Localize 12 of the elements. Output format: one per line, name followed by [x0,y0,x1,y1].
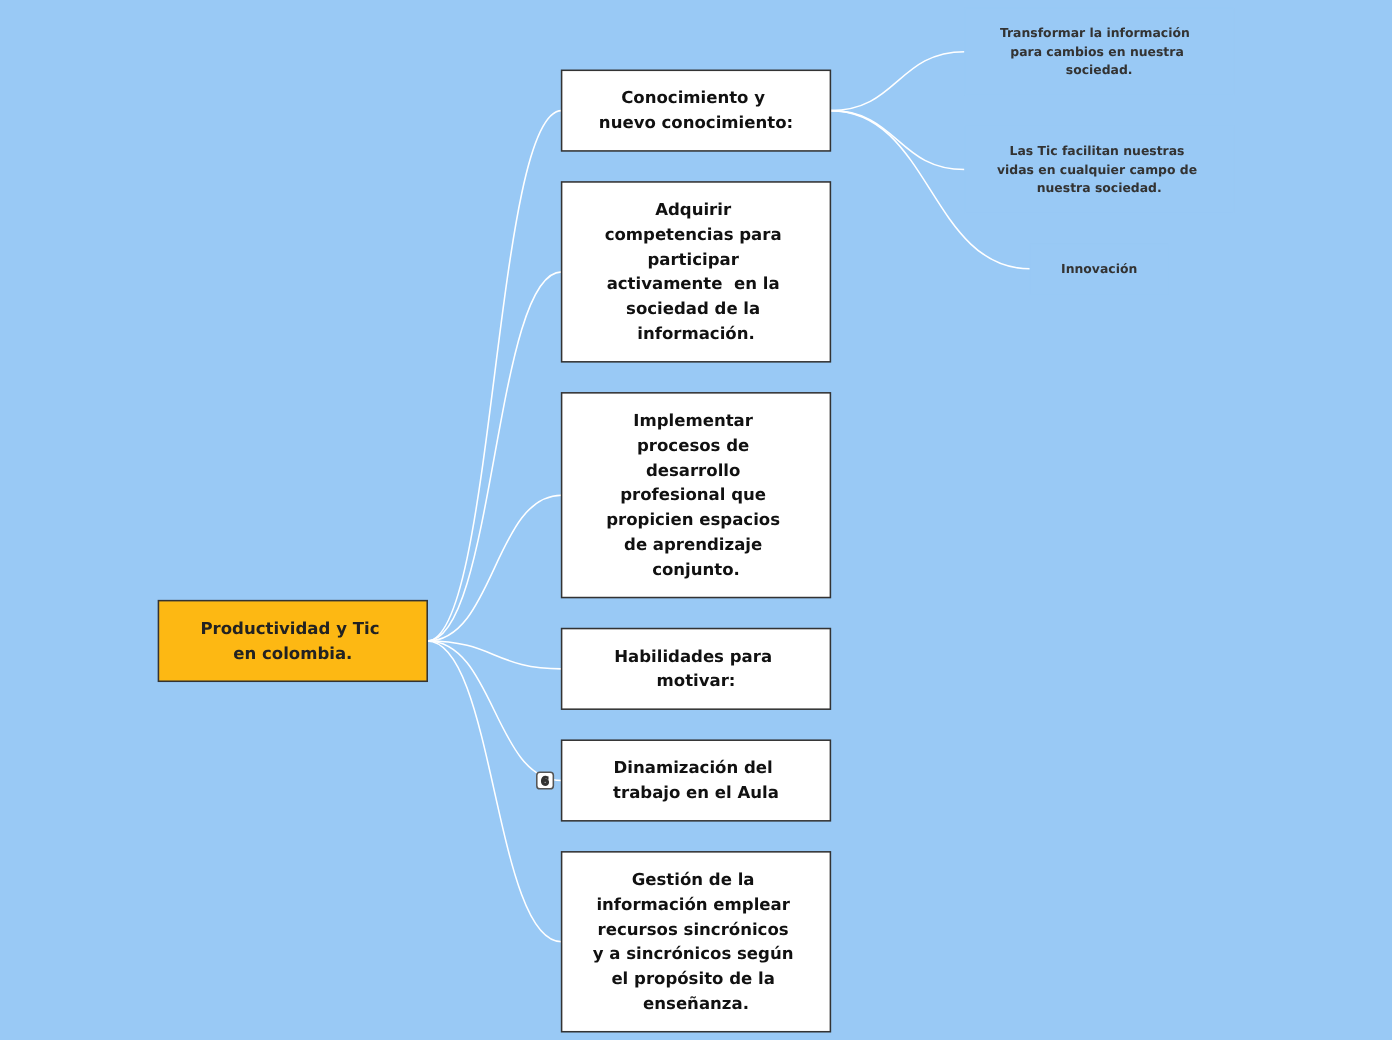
connector [426,640,563,943]
node-box: Gestión de la información emplear recursos sincrónicos y a sincrónicos según el propósito de la enseñanza. [560,851,832,1033]
connector [426,109,563,642]
node-box: Implementar procesos de desarrollo profesional que propicien espacios de aprendizaje conjunto. [560,392,832,599]
node-box: Habilidades para motivar: [560,627,832,710]
connector [426,640,563,782]
connector [829,109,966,171]
node-box: Dinamización del trabajo en el Aula [560,739,832,822]
connector [829,109,1031,270]
node-box: Conocimiento y nuevo conocimiento: [560,69,832,152]
node-box: Adquirir competencias para participar activamente en la sociedad de la información. [560,181,832,363]
node-box: Productividad y Tic en colombia. [157,599,428,683]
